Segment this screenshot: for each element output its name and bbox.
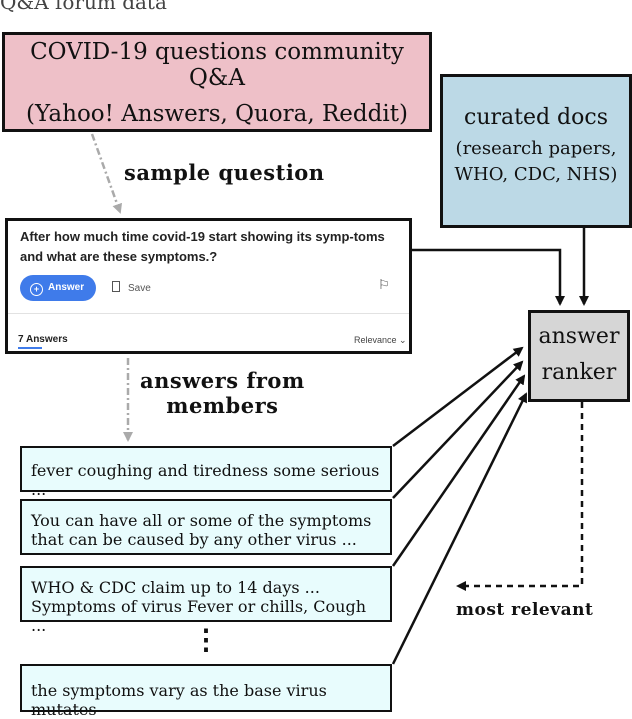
plus-circle-icon: +	[30, 283, 43, 296]
answer3-to-ranker-arrow	[391, 374, 526, 567]
ranker-line1: answer	[538, 324, 620, 349]
question-text: After how much time covid-19 start showi…	[20, 229, 385, 264]
card-divider	[8, 313, 409, 314]
answer-box-4: the symptoms vary as the base virus muta…	[20, 664, 392, 719]
community-qa-subtitle: (Yahoo! Answers, Quora, Reddit)	[26, 101, 408, 127]
most-relevant-label: most relevant	[456, 600, 594, 620]
answer4-to-ranker-arrow	[391, 392, 528, 665]
ranker-line2: ranker	[541, 360, 617, 385]
answer-box-2: You can have all or some of the symptoms…	[20, 499, 392, 555]
answer-box-1: fever coughing and tiredness some seriou…	[20, 446, 392, 499]
answers-label-line2: members	[166, 393, 279, 418]
save-button[interactable]: Save	[112, 281, 151, 294]
community-qa-title: COVID-19 questions community Q&A	[30, 39, 404, 91]
flag-icon[interactable]: ⚐	[378, 277, 390, 292]
bookmark-icon	[112, 281, 120, 292]
curated-docs-title: curated docs	[464, 105, 608, 130]
answer-button-label: Answer	[48, 282, 85, 293]
answer-box-3: WHO & CDC claim up to 14 days ... Sympto…	[20, 566, 392, 635]
top-fragment-text: Q&A forum data	[0, 0, 167, 14]
save-label: Save	[128, 283, 151, 294]
answers-from-members-label: answers from members	[140, 368, 305, 418]
answers-label-line1: answers from	[140, 368, 305, 393]
curated-docs-line2: WHO, CDC, NHS)	[454, 164, 618, 185]
answer-button[interactable]: + Answer	[20, 275, 96, 301]
sample-question-label: sample question	[124, 160, 325, 185]
answer2-to-ranker-arrow	[392, 360, 524, 499]
sort-dropdown[interactable]: Relevance ⌄	[354, 335, 407, 345]
sample-question-arrow	[90, 133, 123, 214]
ellipsis-vertical: ⋮	[192, 623, 220, 656]
curated-docs-line1: (research papers,	[455, 138, 617, 159]
question-to-ranker-arrow	[412, 248, 565, 306]
most-relevant-arrow	[456, 402, 584, 591]
question-card: After how much time covid-19 start showi…	[5, 218, 412, 354]
answers-count-tab[interactable]: 7 Answers	[18, 334, 68, 345]
curated-docs-box: curated docs (research papers, WHO, CDC,…	[440, 74, 632, 228]
active-tab-underline	[18, 347, 42, 349]
answer1-to-ranker-arrow	[392, 346, 524, 447]
answer-ranker-box: answer ranker	[528, 310, 630, 402]
community-qa-box: COVID-19 questions community Q&A (Yahoo!…	[2, 32, 432, 132]
